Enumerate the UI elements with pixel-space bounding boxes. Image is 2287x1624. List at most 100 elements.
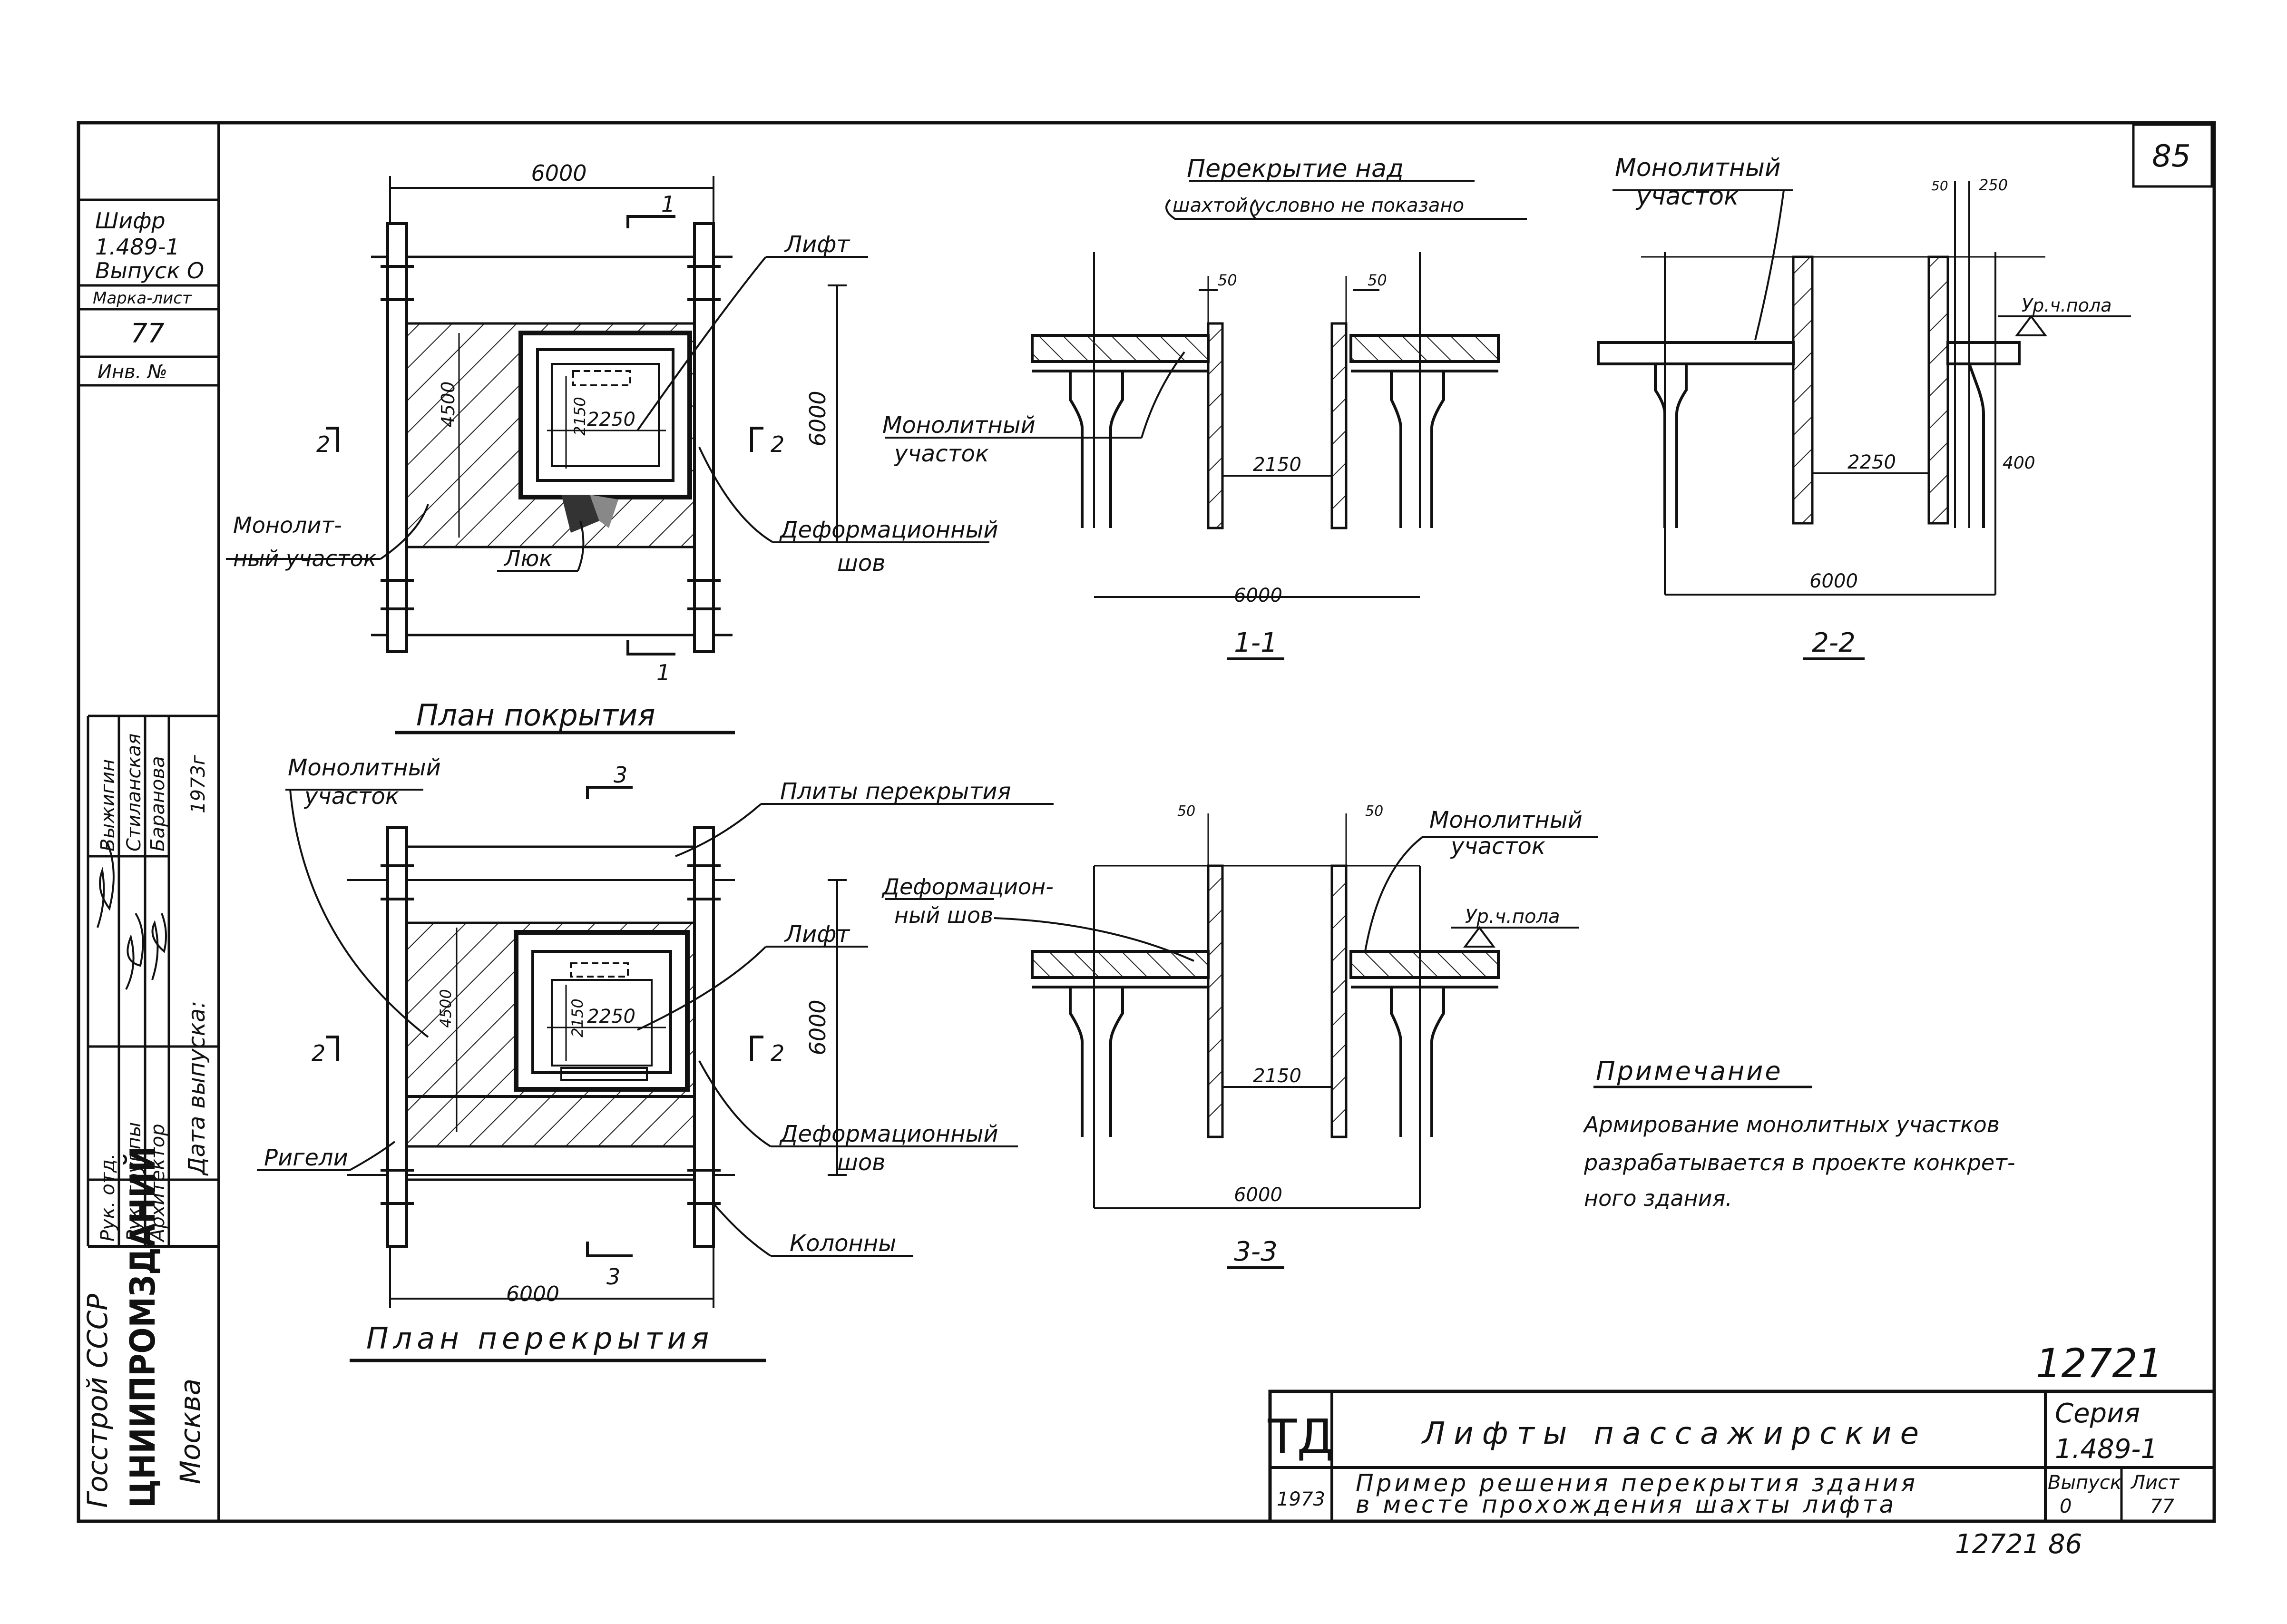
plan-floor-dim-inner: 4500 bbox=[437, 989, 455, 1027]
plan-floor-label-lift: Лифт bbox=[784, 921, 850, 948]
mark-sheet-value: 77 bbox=[130, 318, 165, 349]
note-line-2: разрабатывается в проекте конкрет- bbox=[1583, 1150, 2015, 1175]
note-line-3: ного здания. bbox=[1584, 1185, 1732, 1211]
section-2-2-dim-span: 6000 bbox=[1809, 570, 1858, 592]
plan-floor-label-monolith-a: Монолитный bbox=[288, 754, 441, 781]
plan-floor-dim-width: 6000 bbox=[506, 1282, 559, 1306]
release-date-label: Дата выпуска: bbox=[184, 1001, 210, 1176]
plan-roof-label-joint-a: Деформационный bbox=[779, 517, 998, 543]
section-2-2-title: 2-2 bbox=[1812, 627, 1855, 658]
plan-roof-section-2-left: 2 bbox=[316, 431, 330, 457]
plan-floor-lift-h: 2150 bbox=[568, 998, 586, 1037]
org-line-1: Госстрой СССР bbox=[81, 1294, 114, 1508]
org-line-2: ЦНИИПРОМЗДАНИЙ bbox=[123, 1146, 163, 1508]
section-3-3 bbox=[885, 813, 1598, 1269]
section-1-1-label-monolith-b: участок bbox=[893, 440, 989, 467]
section-1-1-dim-50a: 50 bbox=[1218, 271, 1237, 289]
plan-floor-title: План перекрытия bbox=[366, 1321, 713, 1356]
section-3-3-dim-shaft: 2150 bbox=[1253, 1065, 1301, 1087]
margin-table-top bbox=[78, 198, 219, 717]
plan-roof-dim-width: 6000 bbox=[531, 160, 586, 186]
plan-roof-section-2-right: 2 bbox=[771, 431, 784, 457]
issue-label: Выпуск О bbox=[95, 258, 204, 284]
section-2-2-label-floor: Ур.ч.пола bbox=[2022, 295, 2112, 316]
plan-floor-section-2-right: 2 bbox=[771, 1040, 784, 1066]
section-1-1-dim-span: 6000 bbox=[1234, 585, 1282, 607]
section-3-3-dim-50b: 50 bbox=[1365, 803, 1383, 820]
plan-floor-dim-height: 6000 bbox=[805, 999, 831, 1055]
mark-sheet-label: Марка-лист bbox=[93, 289, 192, 308]
plan-floor-label-joint-b: шов bbox=[837, 1149, 886, 1176]
tb-issue-value: 0 bbox=[2060, 1496, 2072, 1517]
plan-roof-dim-height: 6000 bbox=[805, 391, 831, 446]
note-line-1: Армирование монолитных участков bbox=[1583, 1112, 2000, 1137]
archive-number: 12721 bbox=[2036, 1340, 2163, 1387]
tb-logo: ТД bbox=[1267, 1409, 1334, 1465]
plan-roof-title: План покрытия bbox=[416, 698, 655, 733]
role-2: Рук. группы bbox=[123, 1122, 145, 1242]
section-2-2-dim-50: 50 bbox=[1931, 178, 1948, 194]
release-date-value: 1973г bbox=[187, 754, 209, 813]
plan-floor-label-columns: Колонны bbox=[790, 1230, 896, 1257]
inv-label: Инв. № bbox=[98, 361, 167, 383]
tb-title: Лифты пассажирские bbox=[1421, 1416, 1927, 1451]
section-3-3-label-monolith-b: участок bbox=[1450, 833, 1545, 860]
plan-floor-section-2-left: 2 bbox=[312, 1040, 325, 1066]
section-2-2-dim-400: 400 bbox=[2003, 453, 2035, 473]
section-3-3-title: 3-3 bbox=[1234, 1236, 1277, 1267]
plan-roof-label-joint-b: шов bbox=[837, 550, 886, 577]
role-3: Архитектор bbox=[147, 1124, 169, 1243]
role-1: Рук. отд. bbox=[97, 1153, 119, 1242]
plan-floor-label-joint-a: Деформационный bbox=[779, 1121, 998, 1147]
section-3-3-label-joint-a: Деформацион- bbox=[881, 874, 1054, 900]
name-2: Стиланская bbox=[123, 734, 145, 851]
tb-year: 1973 bbox=[1277, 1488, 1325, 1510]
plan-floor bbox=[257, 786, 1054, 1362]
title-block bbox=[1268, 1389, 2216, 1523]
tb-subtitle-1: Пример решения перекрытия здания bbox=[1356, 1469, 1918, 1497]
plan-roof-section-1-bottom: 1 bbox=[656, 660, 670, 685]
tb-series-label: Серия bbox=[2055, 1398, 2140, 1429]
plan-floor-label-beams: Ригели bbox=[264, 1145, 348, 1171]
plan-floor-section-3-top: 3 bbox=[614, 762, 627, 788]
section-3-3-dim-span: 6000 bbox=[1234, 1184, 1282, 1206]
org-line-3: Москва bbox=[174, 1379, 206, 1484]
name-1: Выжигин bbox=[97, 759, 119, 851]
plan-roof bbox=[226, 176, 989, 734]
plan-floor-lift-w: 2250 bbox=[587, 1006, 635, 1027]
section-1-1-dim-shaft: 2150 bbox=[1253, 454, 1301, 476]
plan-floor-section-3-bottom: 3 bbox=[606, 1264, 620, 1290]
cipher-value: 1.489-1 bbox=[95, 234, 180, 260]
section-1-1 bbox=[885, 180, 1527, 660]
section-1-1-dim-50b: 50 bbox=[1368, 271, 1387, 289]
plan-floor-label-slabs: Плиты перекрытия bbox=[780, 778, 1011, 805]
name-3: Баранова bbox=[147, 756, 169, 851]
plan-roof-label-monolith-b: ный участок bbox=[233, 546, 377, 571]
tb-issue-label: Выпуск bbox=[2048, 1472, 2121, 1494]
plan-roof-lift-h: 2150 bbox=[571, 397, 589, 435]
section-1-1-note-b: шахтой условно не показано bbox=[1173, 195, 1464, 216]
cipher-label: Шифр bbox=[95, 208, 166, 234]
plan-roof-section-1-top: 1 bbox=[661, 191, 675, 217]
section-1-1-label-monolith-a: Монолитный bbox=[882, 412, 1036, 439]
section-3-3-label-floor: Ур.ч.пола bbox=[1465, 906, 1560, 928]
signature-scribbles bbox=[97, 841, 167, 990]
section-1-1-note-a: Перекрытие над bbox=[1187, 155, 1404, 183]
tb-series-value: 1.489-1 bbox=[2055, 1434, 2158, 1465]
plan-roof-label-hatch: Люк bbox=[503, 546, 552, 571]
section-3-3-dim-50a: 50 bbox=[1177, 803, 1195, 820]
margin-table-signatures bbox=[87, 716, 219, 1248]
bottom-stamp: 12721 86 bbox=[1955, 1529, 2082, 1560]
section-3-3-label-monolith-a: Монолитный bbox=[1429, 807, 1583, 833]
plan-roof-dim-inner: 4500 bbox=[438, 382, 459, 428]
tb-subtitle-2: в месте прохождения шахты лифта bbox=[1356, 1491, 1896, 1518]
section-3-3-label-joint-b: ный шов bbox=[894, 902, 993, 928]
section-2-2 bbox=[1597, 181, 2131, 660]
section-1-1-title: 1-1 bbox=[1234, 627, 1277, 658]
plan-floor-label-monolith-b: участок bbox=[303, 783, 399, 810]
tb-sheet-label: Лист bbox=[2130, 1472, 2180, 1494]
page-number: 85 bbox=[2152, 139, 2190, 174]
plan-roof-label-lift: Лифт bbox=[784, 231, 850, 258]
plan-roof-label-monolith-a: Монолит- bbox=[233, 512, 342, 538]
